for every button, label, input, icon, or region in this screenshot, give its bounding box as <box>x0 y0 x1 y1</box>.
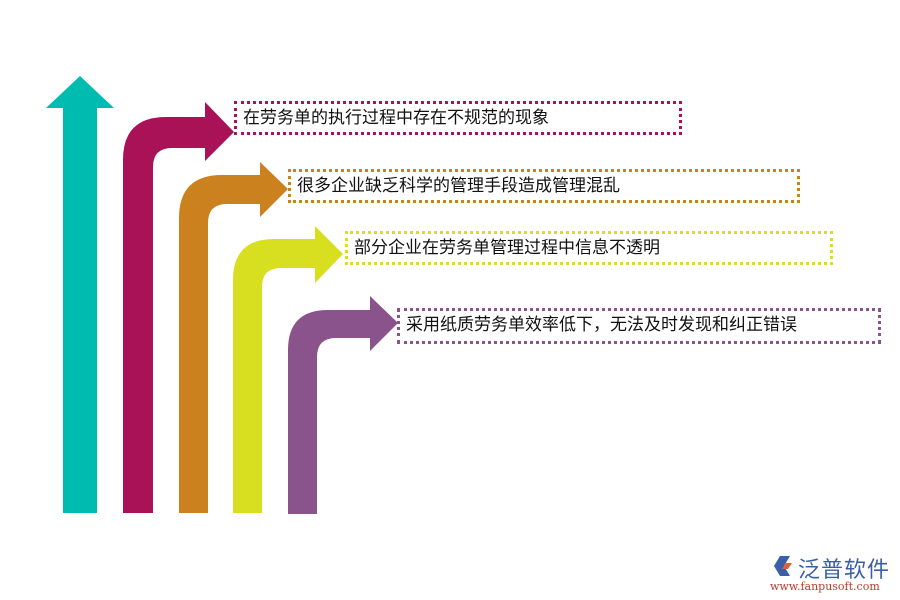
orange-bent-arrow-icon <box>179 162 288 513</box>
item-4-text: 采用纸质劳务单效率低下，无法及时发现和纠正错误 <box>406 315 797 335</box>
item-1-text: 在劳务单的执行过程中存在不规范的现象 <box>243 108 549 128</box>
purple-bent-arrow-icon <box>288 296 398 514</box>
item-3-box: 部分企业在劳务单管理过程中信息不透明 <box>345 231 833 265</box>
teal-up-arrow-icon <box>46 76 114 513</box>
brand-logo: 泛普软件 www.fanpusoft.com <box>770 552 895 597</box>
item-1-box: 在劳务单的执行过程中存在不规范的现象 <box>234 101 682 135</box>
item-2-text: 很多企业缺乏科学的管理手段造成管理混乱 <box>297 176 620 196</box>
item-4-box: 采用纸质劳务单效率低下，无法及时发现和纠正错误 <box>397 308 881 344</box>
yellow-bent-arrow-icon <box>233 226 343 513</box>
logo-url: www.fanpusoft.com <box>770 580 880 593</box>
logo-name: 泛普软件 <box>798 558 891 583</box>
item-2-box: 很多企业缺乏科学的管理手段造成管理混乱 <box>288 169 800 203</box>
magenta-bent-arrow-icon <box>123 102 234 513</box>
fanpu-logo-icon <box>774 556 792 576</box>
item-3-text: 部分企业在劳务单管理过程中信息不透明 <box>354 238 660 258</box>
